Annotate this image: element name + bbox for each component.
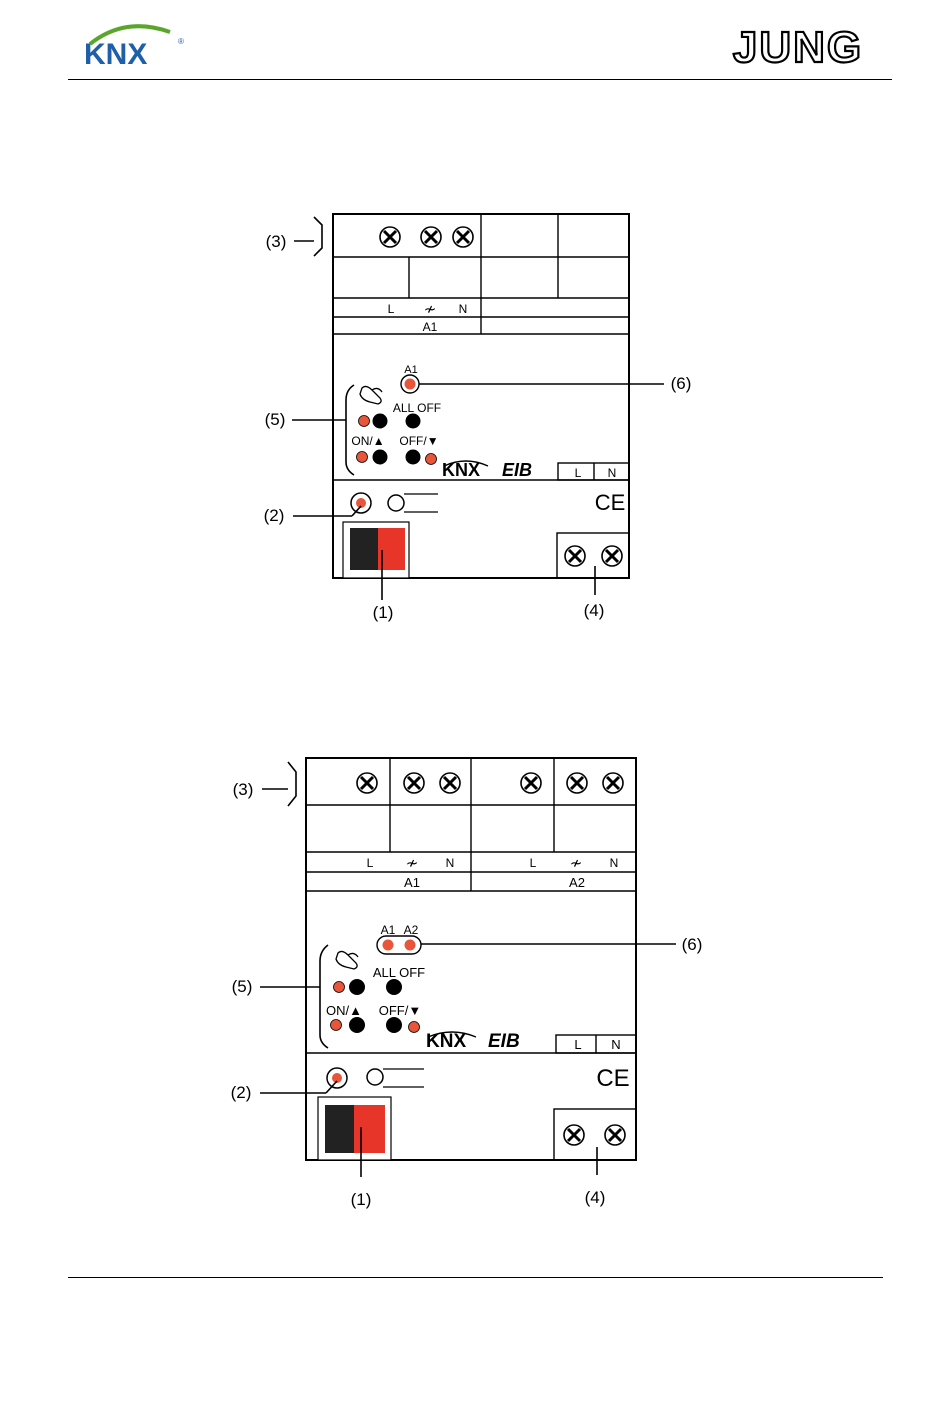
channel-label-a1: A1 [404, 875, 420, 890]
screw-icon [603, 773, 623, 793]
callout-4: (4) [585, 1188, 606, 1207]
screw-icon [602, 546, 622, 566]
device-diagram-1: L ≁ N A1 A1 (6) ALL OFF ON/▲ OFF/▼ (5) K… [0, 200, 950, 640]
callout-2: (2) [231, 1083, 252, 1102]
bus-terminal-red [354, 1105, 385, 1153]
terminal-label-n: N [610, 856, 619, 870]
ac-symbol: ≁ [570, 855, 583, 872]
terminal-label-l: L [388, 302, 395, 316]
supply-label-n: N [608, 466, 617, 480]
knx-logo-mark: ® [178, 37, 184, 46]
knx-logo: KNX ® [80, 18, 190, 70]
supply-label-l: L [574, 1037, 581, 1052]
off-led [409, 1022, 420, 1033]
led-label-a2: A2 [404, 923, 419, 937]
on-led [331, 1020, 342, 1031]
screw-icon [404, 773, 424, 793]
eib-mark: EIB [488, 1031, 520, 1052]
programming-button[interactable] [388, 495, 404, 511]
manual-mode-led [334, 982, 345, 993]
ac-symbol: ≁ [406, 855, 419, 872]
header-rule [68, 79, 892, 80]
screw-icon [521, 773, 541, 793]
label-on: ON/▲ [326, 1003, 362, 1018]
screw-icon [605, 1125, 625, 1145]
bus-terminal-black [325, 1105, 354, 1153]
led-label-a1: A1 [404, 364, 417, 376]
manual-mode-button[interactable] [349, 979, 365, 995]
label-all-off: ALL OFF [393, 401, 441, 415]
ac-symbol: ≁ [424, 301, 437, 318]
on-button[interactable] [349, 1017, 365, 1033]
jung-logo: JUNG [712, 22, 884, 70]
terminal-label-n: N [459, 302, 468, 316]
hand-icon [360, 386, 382, 404]
screw-icon [567, 773, 587, 793]
programming-button[interactable] [367, 1069, 383, 1085]
callout-3: (3) [233, 780, 254, 799]
knx-mark: KNX [426, 1031, 466, 1052]
footer-rule [68, 1277, 883, 1278]
ce-mark: CE [595, 490, 626, 515]
screw-icon [564, 1125, 584, 1145]
callout-2: (2) [264, 506, 285, 525]
callout-3: (3) [266, 232, 287, 251]
on-led [357, 452, 368, 463]
off-led [426, 454, 437, 465]
manual-mode-button[interactable] [373, 414, 388, 429]
all-off-button[interactable] [386, 979, 402, 995]
device-diagram-2: L ≁ N L ≁ N A1 A2 A1 A2 (6) ALL OFF ON/▲… [0, 745, 950, 1225]
callout-5: (5) [232, 977, 253, 996]
status-led-a1 [405, 379, 416, 390]
status-led-a1 [383, 940, 394, 951]
label-off: OFF/▼ [379, 1003, 421, 1018]
label-on: ON/▲ [351, 434, 384, 448]
off-button[interactable] [406, 450, 421, 465]
callout-1: (1) [373, 603, 394, 622]
callout-4: (4) [584, 601, 605, 620]
supply-label-l: L [575, 466, 582, 480]
eib-mark: EIB [502, 460, 532, 480]
screw-icon [440, 773, 460, 793]
callout-5: (5) [265, 410, 286, 429]
jung-logo-text: JUNG [733, 23, 863, 70]
screw-icon [380, 227, 400, 247]
terminal-screws-top [380, 227, 473, 247]
terminal-screws-top [357, 773, 623, 793]
led-label-a1: A1 [381, 923, 396, 937]
callout-6: (6) [682, 935, 703, 954]
screw-icon [357, 773, 377, 793]
callout-6: (6) [671, 374, 692, 393]
terminal-label-n: N [446, 856, 455, 870]
ce-mark: CE [596, 1065, 629, 1092]
bus-terminal-black [350, 528, 378, 570]
status-led-a2 [405, 940, 416, 951]
label-all-off: ALL OFF [373, 965, 425, 980]
screw-icon [453, 227, 473, 247]
all-off-button[interactable] [406, 414, 421, 429]
off-button[interactable] [386, 1017, 402, 1033]
knx-mark: KNX [442, 460, 480, 480]
channel-label-a1: A1 [423, 320, 438, 334]
terminal-label-l: L [367, 856, 374, 870]
knx-logo-text: KNX [84, 38, 147, 70]
hand-icon [336, 951, 358, 969]
callout-1: (1) [351, 1190, 372, 1209]
screw-icon [421, 227, 441, 247]
terminal-label-l: L [530, 856, 537, 870]
label-off: OFF/▼ [399, 434, 438, 448]
screw-icon [565, 546, 585, 566]
on-button[interactable] [373, 450, 388, 465]
supply-label-n: N [611, 1037, 620, 1052]
channel-label-a2: A2 [569, 875, 585, 890]
manual-mode-led [359, 416, 370, 427]
